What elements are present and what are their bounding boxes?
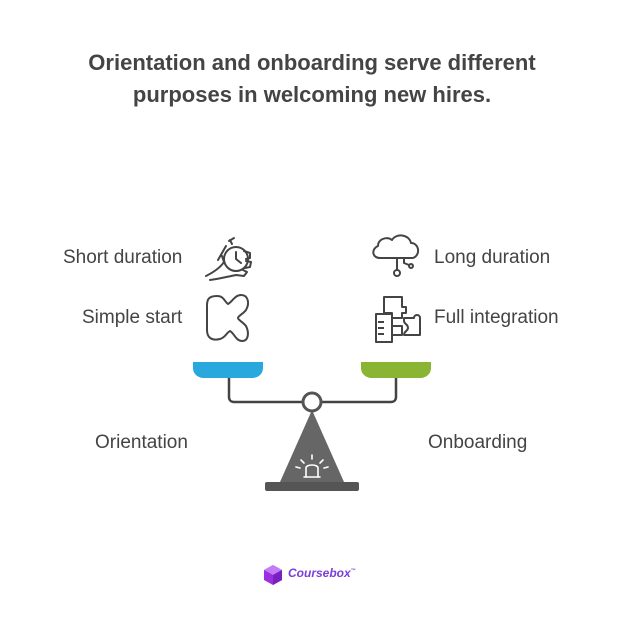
stopwatch-hand-icon [205,237,252,281]
diagram-title: Orientation and onboarding serve differe… [0,47,624,111]
coursebox-logo-text: Coursebox™ [288,566,356,580]
logo-trademark: ™ [350,568,356,574]
left-pan [193,362,263,378]
scale-pivot [301,391,323,413]
label-simple-start: Simple start [82,307,183,328]
puzzle-building-icon [375,296,421,343]
logo-wordmark: Coursebox [288,566,351,580]
label-long-duration: Long duration [434,247,551,268]
simple-shape-icon [206,294,250,342]
title-line-2: purposes in welcoming new hires. [132,82,492,107]
label-short-duration: Short duration [63,247,183,268]
label-onboarding: Onboarding [428,432,528,453]
alarm-light-icon [295,454,329,478]
label-orientation: Orientation [95,432,188,453]
right-pan [361,362,431,378]
label-full-integration: Full integration [434,307,559,328]
scale-base [265,482,359,491]
coursebox-logo-icon [264,565,282,585]
scale-fulcrum [280,410,344,482]
title-line-1: Orientation and onboarding serve differe… [88,50,536,75]
cloud-connection-icon [372,234,419,277]
